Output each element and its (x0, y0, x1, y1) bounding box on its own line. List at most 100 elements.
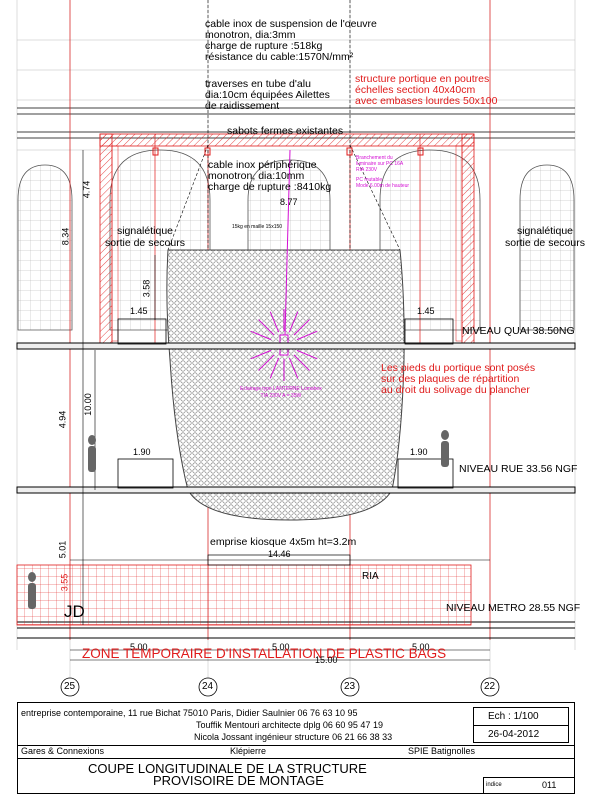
note-line: signalétique (116, 225, 173, 237)
structure-portique-note: structure portique en poutres échelles s… (355, 74, 497, 107)
note-line: sortie de secours (105, 237, 185, 249)
engineer-line: Nicola Jossant ingénieur structure 06 21… (194, 732, 393, 742)
dim-1446: 14.46 (268, 549, 291, 559)
note-line: sur des plaques de répartition (381, 373, 520, 385)
client-klepierre: Klépierre (230, 746, 267, 756)
dim-190-left: 1.90 (133, 447, 151, 457)
note-line: sortie de secours (505, 237, 585, 249)
note-line: structure portique en poutres (355, 73, 490, 85)
note-line: TIA 230V A = 35W (260, 393, 302, 399)
scale-label: Ech : 1/100 (488, 711, 539, 722)
note-line: résistance du cable:1570N/mm² (205, 51, 354, 63)
lamp-ray (293, 354, 310, 371)
ria-label: RIA (362, 571, 379, 582)
lamp-ray (258, 319, 275, 336)
eclairage-note: Eclairage type LANTERNE Lumahex TIA 230V… (240, 386, 322, 400)
date-label: 26-04-2012 (488, 729, 540, 740)
scale-box: Ech : 1/100 26-04-2012 (473, 707, 569, 743)
note-line: cable inox de suspension de l'oeuvre (205, 18, 377, 30)
title-block: entreprise contemporaine, 11 rue Bichat … (17, 702, 575, 794)
note-line: avec embases lourdes 50x100 (355, 95, 498, 107)
dim-355: 3.55 (59, 573, 70, 592)
lamp-ray (288, 311, 299, 333)
lamp-ray (296, 330, 318, 341)
dim-494: 4.94 (57, 410, 68, 429)
axis-label-22: 22 (484, 681, 496, 692)
kiosk-grid (16, 564, 472, 626)
bottom-dim-lines (70, 649, 490, 661)
lamp-ray (288, 357, 299, 379)
dim-501: 5.01 (57, 540, 68, 559)
lamp-ray (250, 349, 272, 360)
indice-value: 011 (542, 780, 557, 790)
dim-145-left: 1.45 (130, 306, 148, 316)
niveau-quai-label: NIVEAU QUAI 38.50NG (462, 325, 575, 337)
architect-line: Touffik Mentouri architecte dplg 06 60 9… (196, 720, 383, 730)
dim-1000: 10.00 (82, 393, 93, 416)
note-line: au droit du solivage du plancher (381, 384, 530, 396)
branchement-note: Branchement du luminaire sur PC 16A RIA … (356, 155, 409, 189)
jd-label: JD (64, 602, 85, 621)
note-line: RIA 230V (356, 167, 378, 173)
plastic-bag-mesh (166, 249, 405, 521)
zone-temporaire-label: ZONE TEMPORAIRE D'INSTALLATION DE PLASTI… (82, 646, 447, 661)
note-line: de raidissement (205, 100, 280, 112)
note-line: charge de rupture :518kg (205, 40, 323, 52)
lamp-ray (250, 330, 272, 341)
drawing-title-line2: PROVISOIRE DE MONTAGE (153, 773, 324, 788)
company-line: entreprise contemporaine, 11 rue Bichat … (21, 708, 358, 718)
lamp-ray (293, 319, 310, 336)
lamp-ray (269, 357, 280, 379)
dim-190-right: 1.90 (410, 447, 428, 457)
dim-474: 4.74 (81, 180, 92, 199)
note-line: traverses en tube d'alu (205, 78, 311, 90)
client-gares: Gares & Connexions (21, 746, 105, 756)
sabots-note: sabots fermes existantes (227, 125, 344, 137)
suspension-cables (167, 0, 401, 251)
note-line: Eclairage type LANTERNE Lumahex (240, 386, 322, 392)
section-drawing (16, 0, 576, 697)
pieds-portique-note: Les pieds du portique sont posés sur des… (381, 363, 535, 396)
signaletique-right: signalétique sortie de secours (505, 225, 585, 249)
note-line: échelles section 40x40cm (355, 84, 476, 96)
note-line: monotron, dia:3mm (205, 29, 296, 41)
dim-358: 3.58 (141, 279, 152, 298)
note-line: dia:10cm équipées Ailettes (205, 89, 330, 101)
axis-label-23: 23 (344, 681, 356, 692)
traverses-note: traverses en tube d'alu dia:10cm équipée… (205, 79, 330, 112)
portal-structure (99, 133, 475, 345)
client-spie: SPIE Batignolles (408, 746, 476, 756)
dim-145-right: 1.45 (417, 306, 435, 316)
dim-500-b: 5.00 (272, 642, 290, 652)
note-line: charge de rupture :8410kg (208, 181, 332, 193)
cable-suspension-note: cable inox de suspension de l'oeuvre mon… (205, 19, 377, 63)
dim-1500: 15.00 (315, 655, 338, 665)
note-line: Les pieds du portique sont posés (381, 362, 536, 374)
lamp-ray (258, 354, 275, 371)
note-line: monotron, dia:10mm (208, 170, 305, 182)
note-line: luminaire sur PC 16A (356, 161, 404, 167)
lamp-ray (296, 349, 318, 360)
note-line: Mode 6.00m de hauteur (356, 183, 410, 189)
note-line: Branchement du (356, 155, 393, 161)
dim-877: 8.77 (280, 197, 298, 207)
indice-label: indice (486, 782, 502, 788)
sabot-connectors (152, 147, 424, 156)
cable-peripherique-note: cable inox périphérique monotron, dia:10… (208, 160, 331, 193)
pedestrian-figures (28, 430, 449, 609)
axis-label-24: 24 (202, 681, 214, 692)
axis-markers (60, 677, 500, 697)
axis-label-25: 25 (64, 681, 76, 692)
drawing-title-line1: COUPE LONGITUDINALE DE LA STRUCTURE (88, 761, 367, 776)
lamp-ray (269, 311, 280, 333)
emprise-kiosque-note: emprise kiosque 4x5m ht=3.2m (210, 536, 357, 548)
level-boxes (117, 318, 454, 489)
note-line: PC mutable (356, 177, 383, 183)
signaletique-left: signalétique sortie de secours (105, 225, 185, 249)
dim-500-c: 5.00 (412, 642, 430, 652)
maille-note: 15kg en maille 15x150 (232, 224, 283, 230)
indice-box: indice 011 (483, 777, 575, 794)
niveau-metro-label: NIVEAU METRO 28.55 NGF (446, 602, 581, 614)
dim-834: 8.34 (60, 227, 71, 246)
note-line: signalétique (516, 225, 573, 237)
